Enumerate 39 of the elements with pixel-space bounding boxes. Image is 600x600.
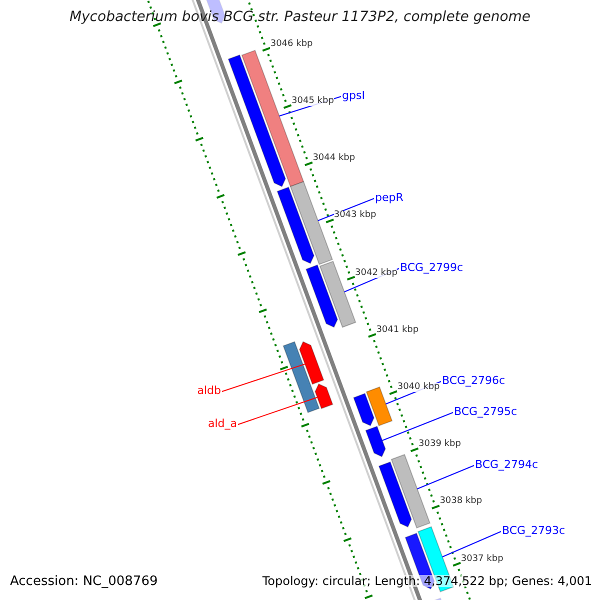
leader-line [416,465,474,490]
scale-label: 3037 kbp [460,554,504,564]
gene-feature [305,264,338,328]
gene-label: BCG_2796c [442,375,506,386]
gene-feature [390,454,430,529]
gene-feature [276,186,314,264]
gene-feature [378,461,412,528]
gene-label: BCG_2799c [400,262,464,273]
gene-feature [319,260,356,328]
gene-label: ald_a [208,418,237,429]
scale-label: 3042 kbp [355,268,398,278]
gene-label: aldb [197,385,221,396]
scale-label: 3039 kbp [418,440,461,450]
gene-feature [314,383,334,410]
scale-label: 3046 kbp [270,40,313,49]
scale-label: 3043 kbp [334,211,376,220]
leader-line [382,412,454,441]
leader-line [238,396,318,425]
scale-label: 3040 kbp [397,383,440,392]
gene-label: pepR [375,192,404,203]
gene-feature [365,426,386,458]
gene-feature [353,392,374,426]
gene-label: BCG_2794c [475,459,538,470]
scale-label: 3045 kbp [292,96,334,106]
gene-feature [228,54,286,188]
gene-label: BCG_2793c [502,525,566,536]
genome-info-text: Topology: circular; Length: 4,374,522 bp; Genes: 4,001 [262,575,592,587]
scale-label: 3044 kbp [312,154,356,164]
gene-feature [290,181,334,265]
gene-label: gpsI [342,90,365,101]
gene-label: BCG_2795c [454,406,518,417]
gene-feature [366,386,393,426]
leader-line [442,531,502,558]
scale-label: 3038 kbp [440,497,482,506]
leader-line [222,364,306,392]
accession-text: Accession: NC_008769 [10,575,158,588]
scale-label: 3041 kbp [376,326,419,335]
gene-feature [299,341,324,385]
gene-feature [282,341,320,414]
